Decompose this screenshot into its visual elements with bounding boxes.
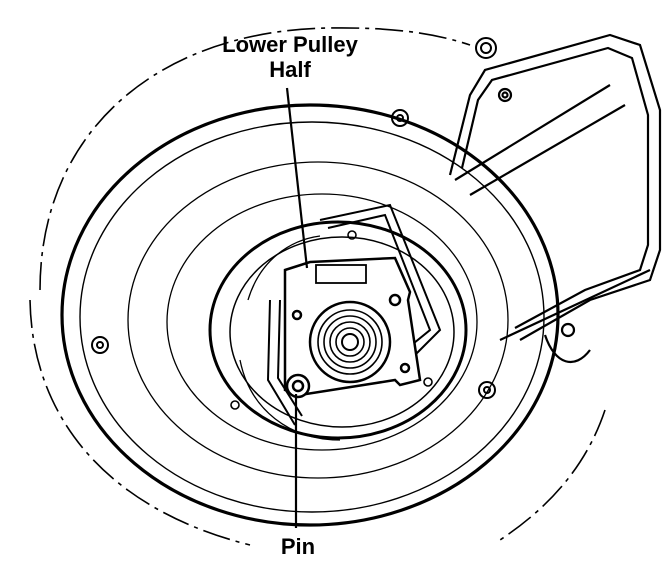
leader-lines <box>285 87 309 528</box>
main-flange <box>60 103 560 527</box>
label-lower-pulley-line2: Half <box>269 57 311 82</box>
flange-bolt-holes <box>91 109 496 399</box>
pin <box>285 373 311 399</box>
small-screws <box>230 230 433 410</box>
label-lower-pulley-line1: Lower Pulley <box>222 32 358 57</box>
drive-belt <box>266 203 442 426</box>
outer-housing-outline <box>29 27 606 546</box>
belt-guard-arm <box>448 33 662 363</box>
inner-drum <box>208 220 468 441</box>
top-knob <box>475 37 497 59</box>
lower-pulley-half <box>308 300 392 384</box>
lower-pulley-leader <box>285 87 309 269</box>
label-pin: Pin <box>281 534 315 559</box>
